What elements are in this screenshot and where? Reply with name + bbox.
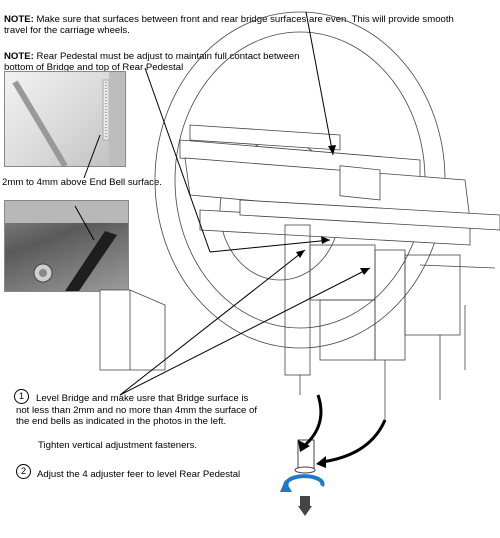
note-top-label: NOTE: (4, 13, 34, 25)
end-bell-photo-top (4, 71, 126, 167)
note-rear-pedestal-label: NOTE: (4, 50, 34, 62)
step-1-number: 1 (14, 389, 29, 404)
callout-lines (74, 11, 371, 396)
carriage-frame (284, 224, 496, 420)
step-2-number: 2 (16, 464, 31, 479)
end-bell-photo-top-graphic (12, 72, 125, 166)
end-bell-photo-bottom-graphic (5, 201, 128, 291)
note-rear-pedestal-text: Rear Pedestal must be adjust to maintain… (4, 50, 300, 74)
note-rear-pedestal: NOTE: Rear Pedestal must be adjust to ma… (4, 39, 304, 74)
rear-pedestal (99, 289, 166, 371)
adjuster-foot (280, 439, 325, 516)
step-1-subtext: Tighten vertical adjustment fasteners. (38, 440, 198, 451)
curved-arrowheads (298, 440, 326, 468)
bridge (179, 124, 500, 246)
step-2-text: Adjust the 4 adjuster feer to level Rear… (37, 469, 241, 480)
callout-arrowheads (296, 145, 370, 275)
step-1-text: Level Bridge and make usre that Bridge s… (16, 393, 258, 427)
photo-caption: 2mm to 4mm above End Bell surface. (2, 177, 162, 188)
note-top-text: Make sure that surfaces between front an… (4, 13, 454, 37)
note-top: NOTE: Make sure that surfaces between fr… (4, 2, 474, 37)
curved-arrows (302, 394, 387, 464)
end-bell-photo-bottom (4, 200, 129, 292)
